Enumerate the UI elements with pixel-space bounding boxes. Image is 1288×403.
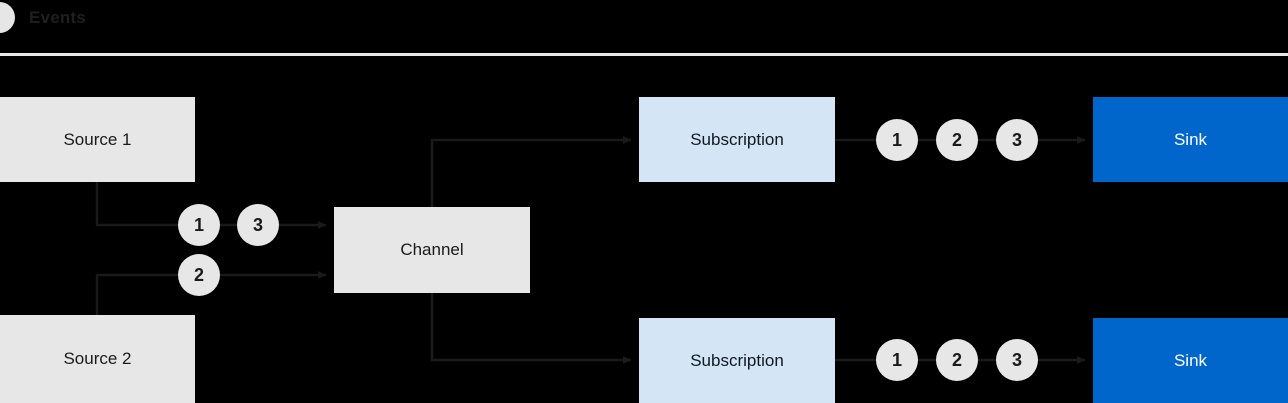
node-sink-top[interactable]: Sink bbox=[1093, 97, 1288, 182]
event-circle-icon bbox=[0, 2, 15, 33]
node-subscription-top[interactable]: Subscription bbox=[639, 97, 835, 182]
node-source-1[interactable]: Source 1 bbox=[0, 97, 195, 182]
event-token: 3 bbox=[996, 119, 1038, 161]
legend: Events bbox=[0, 2, 86, 33]
header-divider bbox=[0, 53, 1288, 56]
event-token: 3 bbox=[996, 339, 1038, 381]
node-sink-bottom[interactable]: Sink bbox=[1093, 318, 1288, 403]
legend-label: Events bbox=[29, 7, 86, 27]
node-subscription-bottom[interactable]: Subscription bbox=[639, 318, 835, 403]
event-token: 1 bbox=[178, 204, 220, 246]
node-channel[interactable]: Channel bbox=[334, 207, 530, 293]
event-token: 1 bbox=[876, 119, 918, 161]
event-token: 2 bbox=[936, 119, 978, 161]
event-token: 2 bbox=[936, 339, 978, 381]
node-source-2[interactable]: Source 2 bbox=[0, 315, 195, 403]
event-token: 2 bbox=[178, 254, 220, 296]
event-token: 3 bbox=[237, 204, 279, 246]
event-token: 1 bbox=[876, 339, 918, 381]
